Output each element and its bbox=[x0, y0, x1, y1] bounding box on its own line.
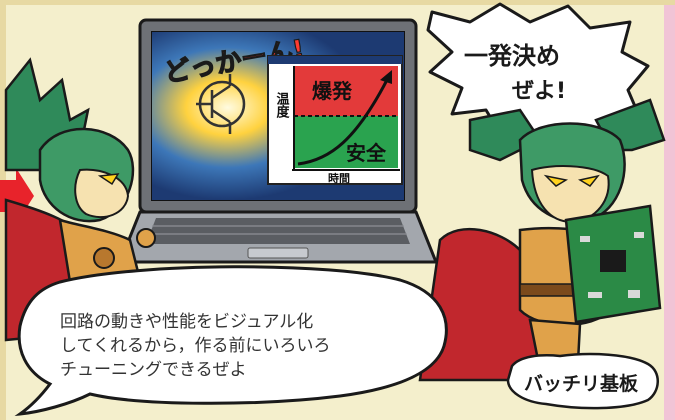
board-label: バッチリ基板 bbox=[524, 372, 639, 395]
panel-top-border bbox=[0, 0, 675, 5]
transistor-icon bbox=[196, 74, 246, 134]
graph-zone-bottom-label: 安全 bbox=[346, 141, 387, 165]
speech-bottom-line-3: チューニングできるぜよ bbox=[60, 360, 247, 380]
laptop: どっかーん! 爆発 安全 温度 時間 bbox=[117, 18, 439, 264]
circuit-board-component-2 bbox=[634, 232, 644, 238]
right-character-eye-left bbox=[543, 174, 569, 187]
left-character-eye bbox=[97, 173, 120, 186]
board-label-bubble bbox=[506, 352, 659, 410]
graph-y-axis-label: 温度 bbox=[274, 92, 290, 119]
laptop-touchpad bbox=[247, 247, 309, 259]
graph-curve-arrowhead bbox=[380, 70, 392, 84]
panel-right-border bbox=[664, 0, 675, 420]
circuit-board-component-4 bbox=[628, 290, 640, 298]
circuit-board-component-1 bbox=[580, 236, 590, 242]
speech-top-line-2: ぜよ! bbox=[512, 79, 566, 104]
graph-zone-safe bbox=[294, 116, 398, 168]
left-character-joint bbox=[93, 247, 115, 269]
graph-titlebar bbox=[268, 56, 402, 64]
speech-bottom-line-2: してくれるから，作る前にいろいろ bbox=[60, 336, 331, 356]
circuit-board bbox=[564, 204, 662, 324]
graph-zone-top-label: 爆発 bbox=[312, 79, 353, 103]
speech-bubble-bottom bbox=[14, 265, 448, 417]
circuit-board-component-3 bbox=[588, 292, 602, 298]
graph-x-axis-label: 時間 bbox=[328, 171, 350, 185]
graph-curve bbox=[297, 77, 390, 166]
circuit-board-chip bbox=[600, 250, 626, 272]
left-character-hand bbox=[136, 228, 156, 248]
laptop-keyboard bbox=[146, 218, 410, 244]
speech-bottom-line-1: 回路の動きや性能をビジュアル化 bbox=[60, 312, 314, 332]
right-character-eye-right bbox=[578, 174, 600, 187]
left-character-face bbox=[74, 168, 130, 219]
speech-top-line-1: 一発決め bbox=[464, 42, 560, 70]
speech-bottom-text: 回路の動きや性能をビジュアル化 してくれるから，作る前にいろいろ チューニングで… bbox=[60, 310, 430, 382]
right-character bbox=[418, 98, 666, 402]
